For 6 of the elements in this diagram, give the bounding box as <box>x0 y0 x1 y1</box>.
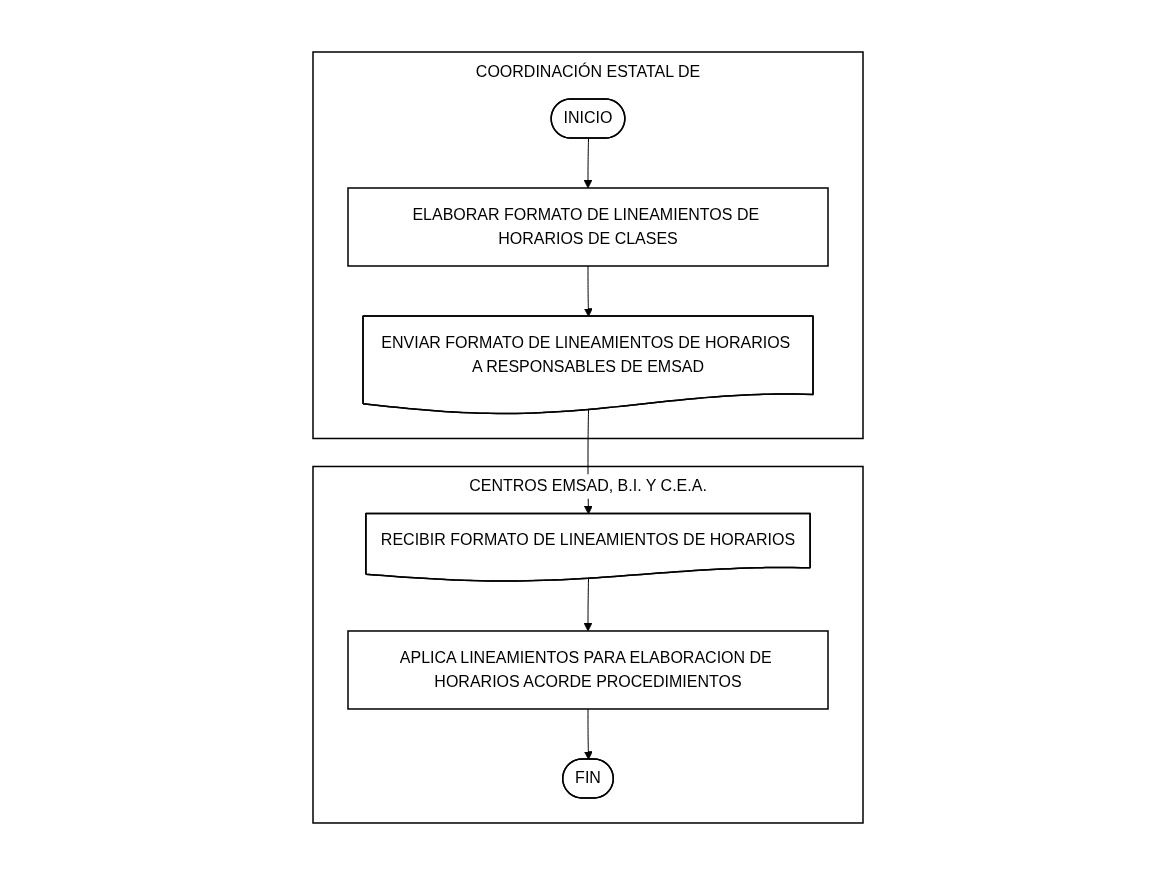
arrow <box>583 138 592 189</box>
arrow <box>583 708 593 760</box>
arrow <box>583 578 592 632</box>
node-box: ELABORAR FORMATO DE LINEAMIENTOS DE HORARIOS DE CLASES <box>346 187 829 267</box>
node-box: APLICA LINEAMIENTOS PARA ELABORACION DE HORARIOS ACORDE PROCEDIMIENTOS <box>346 630 829 710</box>
arrow <box>583 265 593 317</box>
